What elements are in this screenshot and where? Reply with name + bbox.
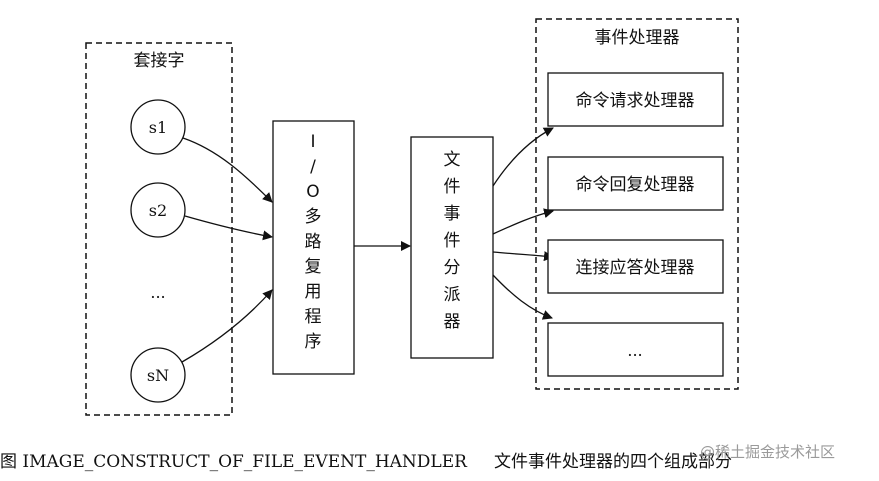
socket-label-s2: s2 (149, 201, 167, 220)
dispatcher-label-char: 分 (444, 258, 461, 278)
dispatcher-label-char: 件 (444, 231, 461, 251)
handler-label-connection-accept: 连接应答处理器 (576, 258, 695, 278)
socket-node-s1 (130, 99, 186, 155)
arrow-dispatcher-to-handler-3 (492, 251, 554, 262)
io-multiplexer-label: I / O 多 路 复 用 程 序 (305, 132, 322, 352)
site-watermark: @稀土掘金技术社区 (700, 443, 836, 461)
caption-id: IMAGE_CONSTRUCT_OF_FILE_EVENT_HANDLER (22, 452, 467, 472)
arrow-dispatcher-to-handler-1 (492, 127, 554, 187)
figure-caption: 图 IMAGE_CONSTRUCT_OF_FILE_EVENT_HANDLER … (0, 447, 879, 472)
caption-text: 文件事件处理器的四个组成部分 (493, 452, 732, 472)
dispatcher-label-char: 事 (444, 204, 461, 224)
io-label-char: / (310, 157, 316, 177)
arrow-dispatcher-to-handler-4 (492, 274, 553, 320)
handler-box-more (547, 322, 724, 377)
handler-label-command-request: 命令请求处理器 (576, 91, 695, 111)
socket-node-s2 (130, 182, 186, 238)
arrow-sN-to-io (181, 289, 273, 363)
handler-box-command-reply (547, 156, 724, 211)
arrow-s1-to-io (182, 137, 273, 203)
handler-label-command-reply: 命令回复处理器 (576, 175, 695, 195)
dispatcher-label: 文 件 事 件 分 派 器 (444, 150, 461, 332)
handler-group-title: 事件处理器 (595, 28, 680, 48)
arrow-s2-to-io (184, 215, 273, 241)
socket-ellipsis: ... (150, 283, 165, 302)
socket-label-s1: s1 (149, 118, 167, 137)
io-label-char: 多 (305, 207, 322, 227)
handler-label-more: ... (627, 341, 642, 360)
socket-node-sN (130, 347, 186, 403)
socket-label-sN: sN (147, 366, 169, 385)
io-label-char: 路 (305, 232, 322, 252)
io-label-char: O (306, 182, 319, 202)
socket-group-title: 套接字 (134, 51, 185, 71)
io-label-char: I (310, 132, 315, 152)
arrow-dispatcher-to-handler-2 (492, 208, 554, 235)
dispatcher-box (410, 136, 494, 359)
io-label-char: 程 (305, 307, 322, 327)
caption-prefix: 图 (0, 452, 17, 472)
dispatcher-label-char: 器 (444, 312, 461, 332)
io-label-char: 序 (305, 332, 322, 352)
handler-box-connection-accept (547, 239, 724, 294)
dispatcher-label-char: 派 (444, 285, 461, 305)
handler-group-frame (535, 18, 739, 390)
dispatcher-label-char: 件 (444, 177, 461, 197)
io-label-char: 复 (305, 257, 322, 277)
io-multiplexer-box (272, 120, 355, 375)
handler-box-command-request (547, 72, 724, 127)
io-label-char: 用 (305, 282, 322, 302)
dispatcher-label-char: 文 (444, 150, 461, 170)
